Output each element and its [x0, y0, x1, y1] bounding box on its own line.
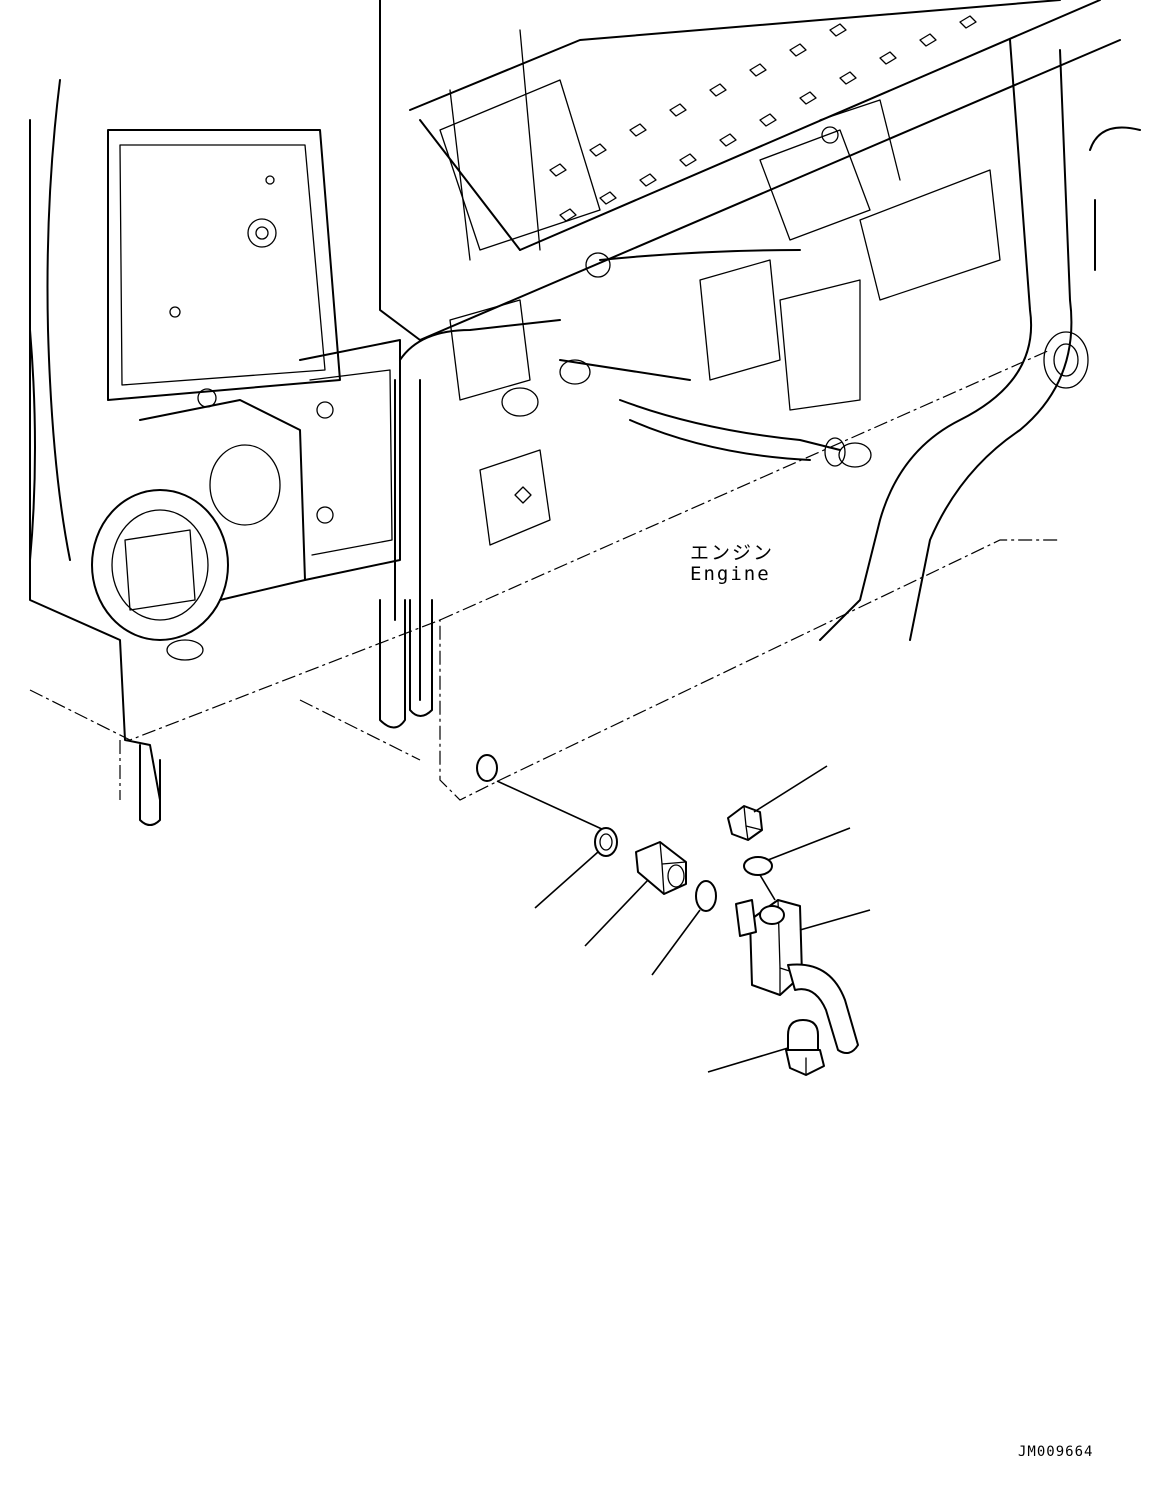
exploded-parts — [496, 765, 871, 1076]
drain-elbow-icon — [735, 899, 859, 1055]
head-bolts — [549, 15, 977, 222]
engine-block — [29, 0, 1141, 826]
drain-cap-icon — [785, 1019, 825, 1076]
o-ring-icon — [695, 880, 717, 912]
o-ring-icon — [743, 856, 773, 876]
drawing-id: JM009664 — [1018, 1444, 1094, 1460]
plug-icon — [727, 805, 763, 841]
drain-port — [476, 754, 498, 782]
adapter-nut-icon — [635, 841, 687, 895]
engine-label-japanese: エンジン — [690, 542, 775, 564]
engine-label-english: Engine — [690, 563, 771, 585]
washer-icon — [594, 827, 618, 857]
